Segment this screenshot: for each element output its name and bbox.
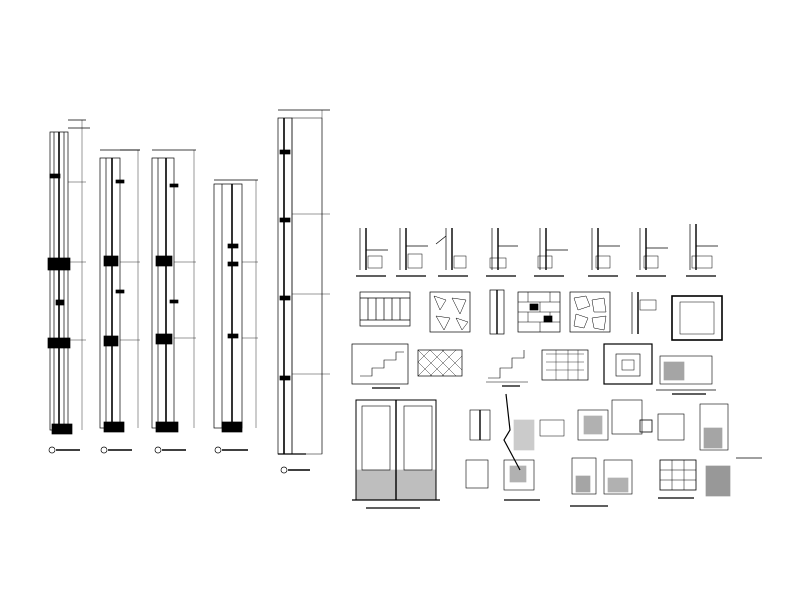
wall-section-4 (213, 179, 258, 454)
wall-section-2 (99, 149, 140, 454)
wall-section-1 (47, 119, 90, 454)
detail-title-marks (366, 385, 706, 509)
wall-section-3 (151, 149, 196, 454)
detail-row-1 (356, 224, 718, 277)
wall-section-5 (277, 109, 330, 474)
detail-row-5 (465, 457, 731, 497)
detail-row-4 (352, 393, 762, 501)
detail-row-3 (351, 343, 716, 391)
detail-row-2 (359, 289, 723, 341)
